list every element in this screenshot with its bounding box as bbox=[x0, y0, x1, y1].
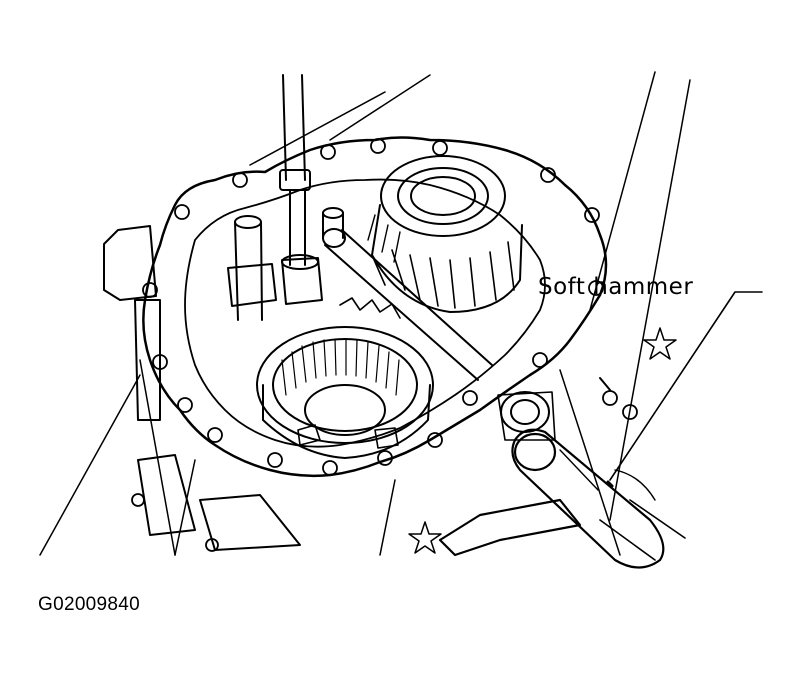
housing-flange bbox=[142, 136, 608, 478]
gear-teeth-edge bbox=[339, 297, 401, 319]
tick-mark bbox=[599, 377, 611, 391]
flange-bolt-holes bbox=[131, 138, 638, 552]
soft-hammer bbox=[438, 428, 686, 569]
helical-gear bbox=[367, 155, 523, 313]
bearing-race bbox=[256, 326, 434, 459]
guide-pin bbox=[227, 215, 277, 321]
callout-leader bbox=[609, 291, 763, 481]
figure-code: G02009840 bbox=[38, 594, 141, 615]
dowel-pin bbox=[322, 207, 344, 239]
drift-bar bbox=[322, 228, 493, 381]
shift-rod bbox=[279, 74, 323, 305]
housing-inner-wall bbox=[184, 178, 546, 448]
star-mark-icon bbox=[408, 521, 442, 554]
left-mount-bosses bbox=[103, 225, 301, 551]
star-mark-icon bbox=[643, 327, 677, 360]
housing-background-lines bbox=[39, 71, 691, 556]
soft-hammer-label: Soft hammer bbox=[538, 274, 694, 300]
